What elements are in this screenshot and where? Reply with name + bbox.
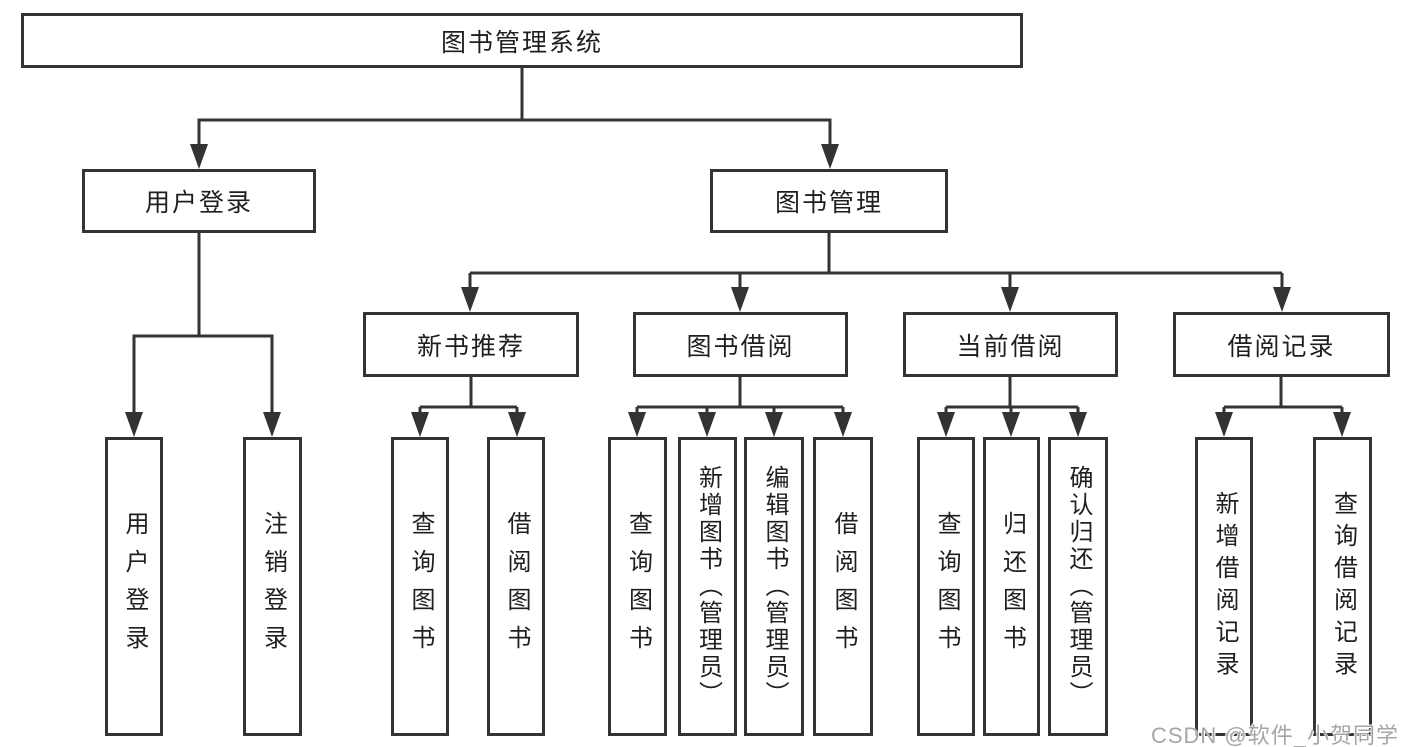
node-borrow-records: 借阅记录 — [1173, 312, 1390, 377]
leaf-newbooks-borrow-books-label: 借阅图书 — [503, 510, 530, 663]
arrowhead-icons-current-borrow-leaves — [937, 412, 1087, 437]
user-login-connector-line — [132, 233, 274, 414]
node-user-login-label: 用户登录 — [144, 189, 253, 217]
arrowhead-icons-level2 — [461, 287, 1291, 312]
arrowhead-icons-new-books-leaves — [411, 412, 526, 437]
leaf-borrow-query-books: 查询图书 — [608, 437, 667, 736]
leaf-logout: 注销登录 — [243, 437, 302, 736]
leaf-records-query-record-label: 查询借阅记录 — [1329, 490, 1357, 683]
borrow-records-connector-line — [1222, 377, 1344, 415]
leaf-records-add-record: 新增借阅记录 — [1195, 437, 1253, 736]
leaf-borrow-add-books-admin: 新增图书（管理员） — [678, 437, 737, 736]
leaf-borrow-query-books-label: 查询图书 — [624, 510, 652, 663]
node-root: 图书管理系统 — [21, 13, 1023, 68]
node-book-borrow-label: 图书借阅 — [686, 332, 795, 361]
leaf-current-query-books: 查询图书 — [917, 437, 975, 736]
node-current-borrow-label: 当前借阅 — [956, 332, 1065, 361]
node-root-label: 图书管理系统 — [440, 28, 603, 57]
leaf-borrow-borrow-books-label: 借阅图书 — [830, 510, 857, 663]
leaf-newbooks-query-books: 查询图书 — [391, 437, 449, 736]
node-book-management-label: 图书管理 — [774, 189, 883, 217]
book-management-connector-line — [468, 233, 1284, 290]
connector-lines-group — [132, 67, 1344, 415]
leaf-current-query-books-label: 查询图书 — [933, 510, 960, 663]
leaf-records-add-record-label: 新增借阅记录 — [1211, 490, 1238, 683]
current-borrow-connector-line — [944, 377, 1080, 415]
leaf-records-query-record: 查询借阅记录 — [1313, 437, 1372, 736]
leaf-borrow-add-books-admin-label: 新增图书（管理员） — [694, 465, 722, 708]
leaf-logout-label: 注销登录 — [259, 510, 287, 663]
arrowhead-icons-user-login-leaves — [125, 412, 281, 437]
node-new-book-recommend-label: 新书推荐 — [416, 332, 525, 361]
leaf-borrow-edit-books-admin-label: 编辑图书（管理员） — [761, 465, 788, 708]
node-book-borrow: 图书借阅 — [633, 312, 848, 377]
arrowhead-icons-level1 — [190, 144, 839, 169]
node-borrow-records-label: 借阅记录 — [1227, 332, 1336, 361]
arrowheads-group — [125, 144, 1351, 437]
leaf-current-confirm-return-admin-label: 确认归还（管理员） — [1065, 465, 1092, 708]
node-new-book-recommend: 新书推荐 — [363, 312, 579, 377]
arrowhead-icons-borrow-records-leaves — [1215, 412, 1351, 437]
book-borrow-connector-line — [635, 377, 845, 415]
csdn-watermark: CSDN @软件_小贺同学 — [1150, 723, 1399, 747]
root-connector-line — [197, 67, 832, 146]
new-books-connector-line — [418, 377, 519, 415]
leaf-current-return-books-label: 归还图书 — [998, 510, 1026, 663]
leaf-current-confirm-return-admin: 确认归还（管理员） — [1048, 437, 1108, 736]
leaf-newbooks-borrow-books: 借阅图书 — [487, 437, 545, 736]
leaf-borrow-borrow-books: 借阅图书 — [813, 437, 873, 736]
leaf-newbooks-query-books-label: 查询图书 — [407, 510, 434, 663]
node-current-borrow: 当前借阅 — [903, 312, 1118, 377]
leaf-borrow-edit-books-admin: 编辑图书（管理员） — [744, 437, 804, 736]
node-user-login: 用户登录 — [82, 169, 316, 233]
leaf-user-login-label: 用户登录 — [121, 510, 148, 663]
leaf-current-return-books: 归还图书 — [983, 437, 1040, 736]
arrowhead-icons-book-borrow-leaves — [628, 412, 852, 437]
node-book-management: 图书管理 — [710, 169, 948, 233]
leaf-user-login: 用户登录 — [105, 437, 163, 736]
